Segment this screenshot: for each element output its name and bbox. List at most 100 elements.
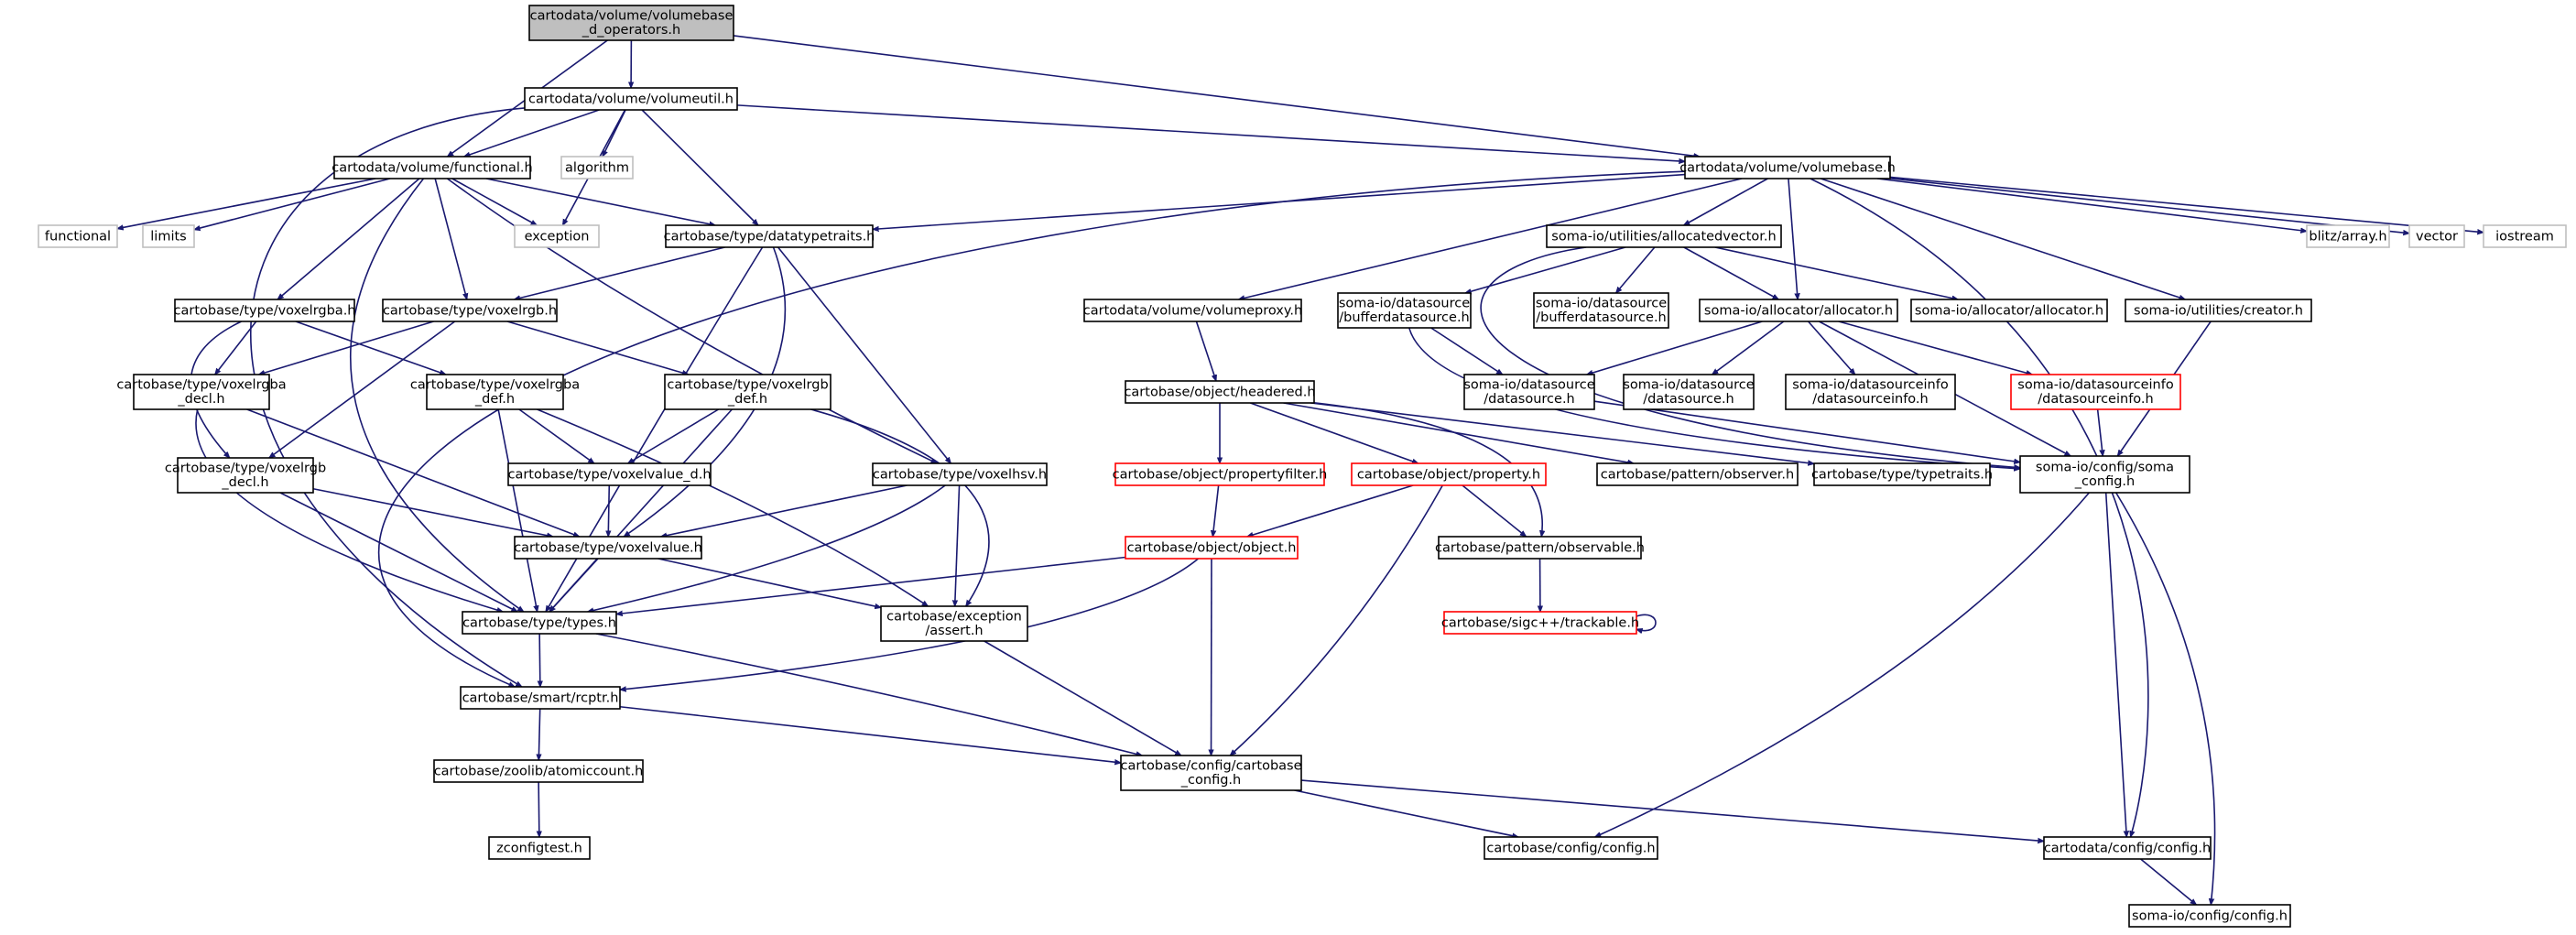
- node-root[interactable]: cartodata/volume/volumebase_d_operators.…: [528, 5, 734, 41]
- node-box: [174, 299, 355, 322]
- node-voxelrgba_def[interactable]: cartobase/type/voxelrgba_def.h: [410, 374, 580, 410]
- edge-volumeutil-to-volumebase: [736, 104, 1685, 161]
- node-zconfigtest[interactable]: zconfigtest.h: [488, 836, 591, 860]
- edge-voxelrgba_def-to-assert: [537, 408, 928, 606]
- node-headered[interactable]: cartobase/object/headered.h: [1124, 380, 1316, 404]
- node-allocatedvector[interactable]: soma-io/utilities/allocatedvector.h: [1546, 224, 1782, 248]
- node-box: [133, 374, 270, 410]
- edge-voxelrgb_decl-to-types: [279, 492, 517, 613]
- edge-volumebase-to-allocatedvector: [1684, 178, 1768, 226]
- node-vector[interactable]: vector: [2408, 224, 2465, 248]
- node-functional_h[interactable]: cartodata/volume/functional.h: [332, 156, 533, 179]
- node-voxelhsv[interactable]: cartobase/type/voxelhsv.h: [872, 462, 1048, 486]
- node-voxelrgb_def[interactable]: cartobase/type/voxelrgb_def.h: [664, 374, 831, 410]
- node-bufferds1[interactable]: soma-io/datasource/bufferdatasource.h: [1337, 292, 1472, 329]
- node-box: [2306, 224, 2390, 248]
- node-label: cartobase/exception: [886, 610, 1022, 625]
- node-algorithm[interactable]: algorithm: [560, 156, 634, 179]
- edge-property-to-object: [1247, 484, 1414, 537]
- node-datatypetraits[interactable]: cartobase/type/datatypetraits.h: [664, 224, 875, 248]
- node-label: /datasource.h: [1484, 392, 1575, 407]
- edge-voxelrgb-to-voxelrgb_def: [506, 321, 689, 375]
- node-box: [333, 156, 531, 179]
- node-box: [2483, 224, 2567, 248]
- node-box: [1813, 462, 1991, 486]
- node-propertyfilter[interactable]: cartobase/object/propertyfilter.h: [1113, 462, 1328, 486]
- node-volumebase[interactable]: cartodata/volume/volumebase.h: [1679, 156, 1896, 179]
- edge-voxelvalue-to-assert: [658, 558, 881, 607]
- node-limits[interactable]: limits: [142, 224, 195, 248]
- edge-datatypetraits-to-voxelrgb: [514, 246, 725, 299]
- node-assert[interactable]: cartobase/exception/assert.h: [880, 605, 1028, 642]
- edge-volumebase-to-rcptr: [377, 170, 1686, 688]
- node-cbconfig[interactable]: cartobase/config/config.h: [1484, 836, 1658, 860]
- node-label: soma-io/utilities/allocatedvector.h: [1551, 229, 1776, 244]
- node-bufferds2[interactable]: soma-io/datasource/bufferdatasource.h: [1533, 292, 1669, 329]
- node-property[interactable]: cartobase/object/property.h: [1351, 462, 1547, 486]
- node-label: soma-io/config/soma: [2036, 461, 2174, 475]
- node-label: cartobase/zoolib/atomiccount.h: [434, 764, 644, 778]
- node-box: [1699, 299, 1898, 322]
- node-label: algorithm: [565, 160, 629, 175]
- node-datasource2[interactable]: soma-io/datasource/datasource.h: [1623, 374, 1755, 410]
- node-box: [38, 224, 118, 248]
- edge-volumeproxy-to-headered: [1195, 321, 1216, 381]
- node-dsinfo1[interactable]: soma-io/datasourceinfo/datasourceinfo.h: [1785, 374, 1956, 410]
- node-box: [524, 87, 738, 111]
- node-cartobaseconfig[interactable]: cartobase/config/cartobase_config.h: [1120, 755, 1302, 791]
- node-exception[interactable]: exception: [514, 224, 600, 248]
- node-cdconfig[interactable]: cartodata/config/config.h: [2043, 836, 2212, 860]
- node-box: [664, 374, 831, 410]
- node-functional[interactable]: functional: [38, 224, 118, 248]
- node-label: cartobase/object/propertyfilter.h: [1113, 467, 1328, 482]
- node-label: soma-io/datasourceinfo: [2017, 378, 2174, 393]
- edge-datatypetraits-to-voxelhsv: [777, 246, 951, 463]
- node-blitz[interactable]: blitz/array.h: [2306, 224, 2390, 248]
- node-datasource1[interactable]: soma-io/datasource/datasource.h: [1463, 374, 1595, 410]
- node-label: soma-io/datasource: [1463, 378, 1594, 393]
- node-voxelvalue_d[interactable]: cartobase/type/voxelvalue_d.h: [507, 462, 712, 486]
- node-box: [2043, 836, 2212, 860]
- edge-headered-to-observer: [1283, 402, 1634, 463]
- node-volumeproxy[interactable]: cartodata/volume/volumeproxy.h: [1083, 299, 1302, 322]
- node-label: _config.h: [1180, 773, 1241, 788]
- node-box: [1114, 462, 1325, 486]
- node-box: [382, 299, 558, 322]
- node-somaconfig[interactable]: soma-io/config/soma_config.h: [2019, 455, 2190, 494]
- node-label: cartobase/pattern/observer.h: [1601, 467, 1794, 482]
- node-voxelrgb[interactable]: cartobase/type/voxelrgb.h: [382, 299, 558, 322]
- edge-volumeutil-to-datatypetraits: [641, 109, 758, 225]
- node-box: [1623, 374, 1755, 410]
- node-voxelvalue[interactable]: cartobase/type/voxelvalue.h: [514, 536, 702, 560]
- node-observer[interactable]: cartobase/pattern/observer.h: [1596, 462, 1799, 486]
- node-box: [1910, 299, 2108, 322]
- node-creator[interactable]: soma-io/utilities/creator.h: [2125, 299, 2312, 322]
- node-volumeutil[interactable]: cartodata/volume/volumeutil.h: [524, 87, 738, 111]
- node-object[interactable]: cartobase/object/object.h: [1125, 536, 1299, 560]
- node-box: [462, 611, 617, 635]
- node-allocator[interactable]: soma-io/allocator/allocator.h: [1699, 299, 1898, 322]
- node-label: cartobase/type/types.h: [462, 615, 616, 630]
- node-box: [2010, 374, 2181, 410]
- edge-volumebase-to-volumeproxy: [1238, 178, 1743, 299]
- node-iostream[interactable]: iostream: [2483, 224, 2567, 248]
- node-voxelrgba[interactable]: cartobase/type/voxelrgba.h: [174, 299, 356, 322]
- node-types[interactable]: cartobase/type/types.h: [462, 611, 617, 635]
- node-trackable[interactable]: cartobase/sigc++/trackable.h: [1441, 611, 1639, 635]
- node-siconfig[interactable]: soma-io/config/config.h: [2128, 904, 2291, 928]
- edge-volumeutil-to-rcptr: [249, 107, 526, 688]
- node-voxelrgb_decl[interactable]: cartobase/type/voxelrgb_decl.h: [165, 457, 326, 494]
- node-voxelrgba_decl[interactable]: cartobase/type/voxelrgba_decl.h: [116, 374, 287, 410]
- node-label: cartobase/type/voxelrgb: [667, 378, 828, 393]
- node-typetraits[interactable]: cartobase/type/typetraits.h: [1811, 462, 1993, 486]
- node-rcptr[interactable]: cartobase/smart/rcptr.h: [460, 686, 621, 710]
- edge-allocator-to-datasource1: [1587, 321, 1763, 375]
- edge-voxelvalue-to-types: [549, 558, 599, 612]
- node-allocator2[interactable]: soma-io/allocator/allocator.h: [1910, 299, 2108, 322]
- node-observable[interactable]: cartobase/pattern/observable.h: [1435, 536, 1645, 560]
- node-label: soma-io/config/config.h: [2132, 908, 2288, 923]
- node-label: cartobase/type/voxelrgb.h: [383, 303, 557, 318]
- node-atomiccount[interactable]: cartobase/zoolib/atomiccount.h: [433, 759, 644, 783]
- edge-functional_h-to-datatypetraits: [485, 178, 715, 225]
- node-dsinfo2[interactable]: soma-io/datasourceinfo/datasourceinfo.h: [2010, 374, 2181, 410]
